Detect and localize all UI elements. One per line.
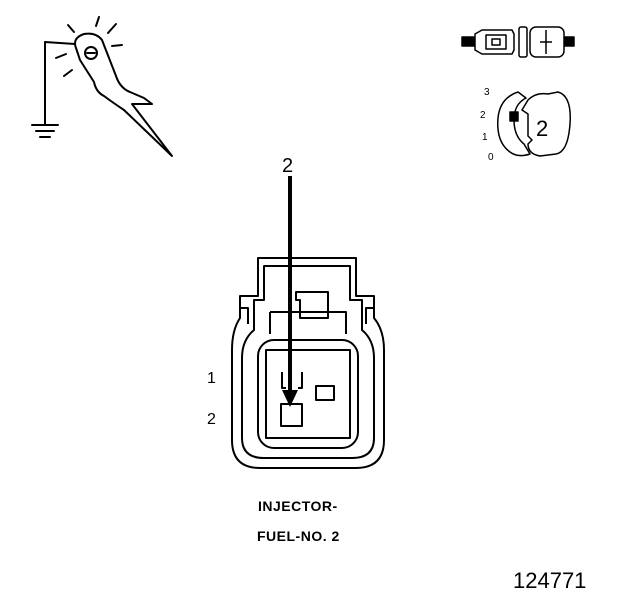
pin-label-1: 1 [207,370,216,387]
terminal-position-icon [497,91,571,157]
terminal-position-label-3: 3 [484,87,490,98]
connector-key [315,385,335,401]
caption-line-1: INJECTOR- [258,498,338,514]
connector-outer-shell [231,257,385,469]
terminal-selected-number: 2 [536,116,549,141]
connector-cavity [257,339,359,449]
probe-arrow [282,176,298,407]
caption-line-2: FUEL-NO. 2 [257,528,340,544]
arrow-label: 2 [282,155,294,177]
pin-label-2: 2 [207,411,216,428]
terminal-position-label-0: 0 [488,152,494,163]
terminal-position-label-1: 1 [482,132,488,143]
test-probe-to-ground-icon [31,16,173,157]
connector-latch [295,291,329,319]
connector-side-icon [461,26,575,58]
terminal-position-label-2: 2 [480,110,486,121]
connector-inner-shell [241,265,375,459]
figure-number: 124771 [513,568,587,593]
terminal-2 [280,403,303,427]
